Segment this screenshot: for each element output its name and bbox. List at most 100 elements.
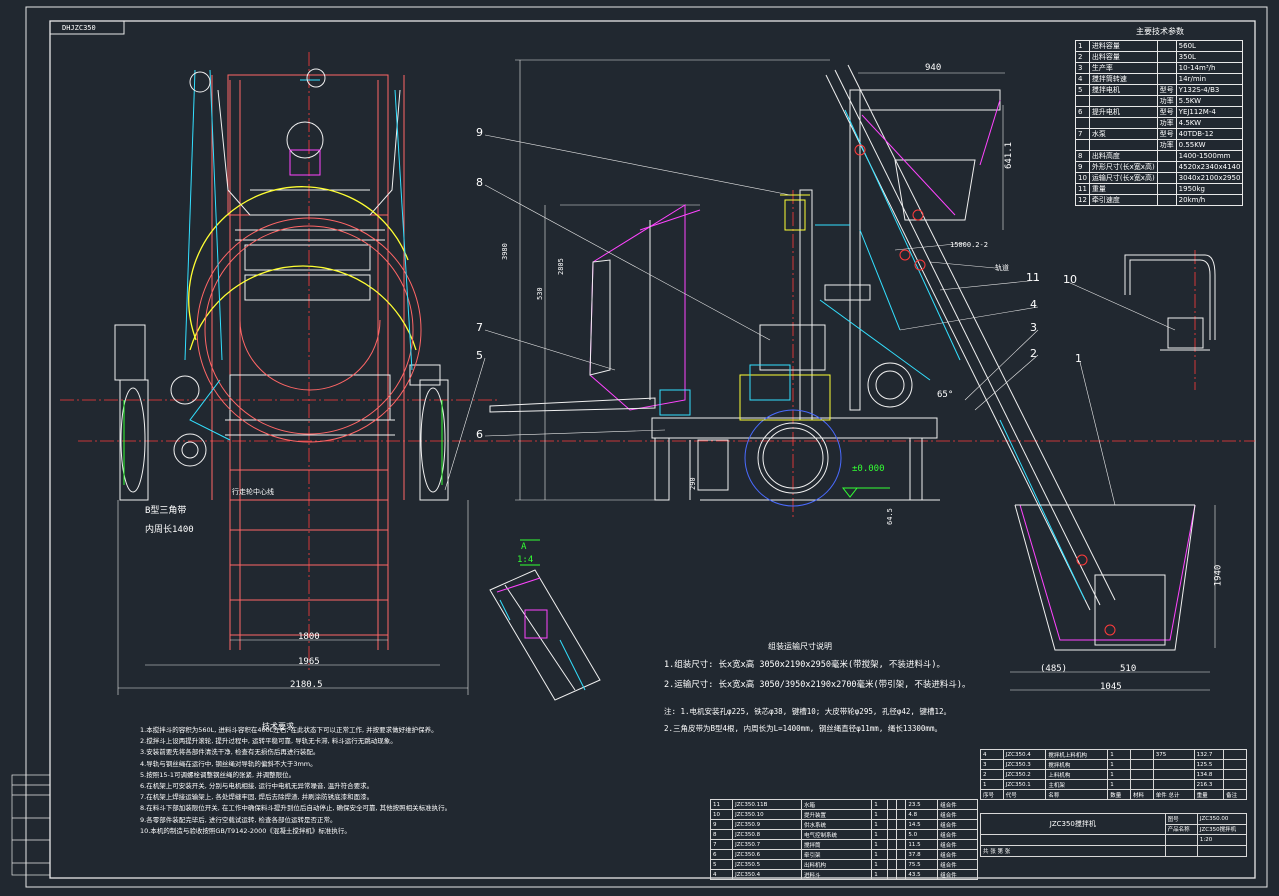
spec-cell bbox=[1156, 194, 1177, 206]
bom-cell bbox=[896, 849, 907, 860]
callout-4: 4 bbox=[1030, 298, 1037, 311]
spec-cell: 重量 bbox=[1088, 183, 1158, 195]
bom-cell: 132.7 bbox=[1193, 749, 1225, 760]
bom-cell: 组合件 bbox=[937, 849, 978, 860]
dim-510: 510 bbox=[1120, 664, 1137, 674]
spec-cell: 10-14m³/h bbox=[1175, 62, 1244, 74]
bom-cell: 搅拌筒 bbox=[800, 839, 873, 850]
spec-cell: 功率 bbox=[1156, 117, 1177, 129]
note-line-1: 注: 1.电机安装孔φ225, 铁芯φ38, 键槽10; 大皮带轮φ295, 孔… bbox=[664, 707, 951, 716]
bom-cell bbox=[886, 839, 898, 850]
bom-cell: 125.5 bbox=[1193, 759, 1225, 770]
bom-cell bbox=[1130, 779, 1154, 790]
track-label: 轨道 bbox=[995, 264, 1009, 272]
bom-cell: 10 bbox=[709, 809, 734, 820]
spec-cell bbox=[1156, 161, 1177, 173]
bom-header-cell: 重量 bbox=[1193, 789, 1225, 800]
bom-cell: 组合件 bbox=[937, 809, 978, 820]
bom-cell: 供水系统 bbox=[800, 819, 873, 830]
bom-cell: 1 bbox=[1107, 759, 1132, 770]
bom-cell: 搅拌机上料机构 bbox=[1045, 749, 1109, 760]
bom-cell: 1 bbox=[871, 859, 888, 870]
spec-cell: YEJ112M-4 bbox=[1175, 106, 1244, 118]
bom-cell: 37.8 bbox=[905, 849, 939, 860]
belt-label: B型三角带 bbox=[145, 506, 187, 516]
tech-requirement-line: 4.导轨与钢丝绳在运行中, 钢丝绳对导轨的偏斜不大于3mm。 bbox=[140, 759, 317, 768]
dim-64: 64.5 bbox=[886, 508, 894, 525]
spec-cell: 功率 bbox=[1156, 95, 1177, 107]
spec-cell: 型号 bbox=[1156, 128, 1177, 140]
elevation-mark: ±0.000 bbox=[852, 464, 885, 474]
bom-cell bbox=[886, 809, 898, 820]
bom-cell: 牵引架 bbox=[800, 849, 873, 860]
bom-cell: 1 bbox=[980, 779, 1004, 790]
bom-cell bbox=[1130, 749, 1154, 760]
dim-2180: 2180.5 bbox=[290, 680, 323, 690]
bom-cell: 1 bbox=[871, 809, 888, 820]
spec-cell: 牵引速度 bbox=[1088, 194, 1158, 206]
tech-requirement-line: 7.在机架上焊接运输架上, 各处焊缝牢固, 焊后去除焊渣, 并刷涂防锈底漆和面漆… bbox=[140, 793, 374, 802]
front-view bbox=[114, 68, 469, 695]
spec-cell: 型号 bbox=[1156, 106, 1177, 118]
callout-1: 1 bbox=[1075, 352, 1082, 365]
spec-cell: 10 bbox=[1075, 172, 1090, 184]
ref-15000: 15000.2-2 bbox=[950, 241, 988, 249]
spec-cell: 6 bbox=[1075, 106, 1090, 118]
title-block: JZC350搅拌机 图号 JZC350.00 产品名称 JZC350搅拌机 1:… bbox=[980, 813, 1248, 857]
bom-cell bbox=[1152, 769, 1195, 780]
spec-cell: 0.55KW bbox=[1175, 139, 1244, 151]
spec-cell: 1400-1500mm bbox=[1175, 150, 1244, 162]
bom-cell: JZC350.4 bbox=[732, 869, 802, 880]
bom-cell: JZC350.6 bbox=[732, 849, 802, 860]
bom-cell: 1 bbox=[871, 839, 888, 850]
callout-9: 9 bbox=[476, 126, 483, 139]
tech-requirement-line: 2.搅拌斗上设两提升滚轮, 提升过程中, 运转平稳可靠, 导轨无卡滞, 料斗运行… bbox=[140, 737, 397, 746]
bom-cell bbox=[886, 819, 898, 830]
bom-cell: 8 bbox=[709, 829, 734, 840]
bom-cell: 134.8 bbox=[1193, 769, 1225, 780]
spec-cell: Y132S-4/B3 bbox=[1175, 84, 1244, 96]
bom-header-cell: 单件 总计 bbox=[1152, 789, 1195, 800]
bom-cell: 75.5 bbox=[905, 859, 939, 870]
callout-11: 11 bbox=[1026, 271, 1040, 284]
callout-2: 2 bbox=[1030, 347, 1037, 360]
bom-cell: 2 bbox=[980, 769, 1004, 780]
bom-cell: 4 bbox=[709, 869, 734, 880]
spec-cell: 1 bbox=[1075, 40, 1090, 52]
spec-cell: 搅拌筒转速 bbox=[1088, 73, 1158, 85]
spec-cell: 9 bbox=[1075, 161, 1090, 173]
bom-cell: 9 bbox=[709, 819, 734, 830]
spec-cell bbox=[1088, 95, 1158, 107]
spec-cell: 生产率 bbox=[1088, 62, 1158, 74]
spec-cell: 出料容量 bbox=[1088, 51, 1158, 63]
title-sheet: 共 张 第 张 bbox=[980, 845, 1166, 857]
bom-cell: 1 bbox=[871, 829, 888, 840]
section-a-label: A bbox=[521, 542, 527, 552]
bom-cell: 375 bbox=[1152, 749, 1195, 760]
spec-cell: 11 bbox=[1075, 183, 1090, 195]
spec-cell: 1950kg bbox=[1175, 183, 1244, 195]
spec-cell: 4 bbox=[1075, 73, 1090, 85]
title-name: JZC350搅拌机 bbox=[980, 813, 1166, 835]
callout-7: 7 bbox=[476, 321, 483, 334]
bom-cell: 组合件 bbox=[937, 829, 978, 840]
bom-cell: 搅拌机构 bbox=[1045, 759, 1109, 770]
bom-cell: JZC350.4 bbox=[1002, 749, 1047, 760]
spec-cell bbox=[1075, 95, 1090, 107]
spec-cell bbox=[1156, 51, 1177, 63]
callout-5: 5 bbox=[476, 349, 483, 362]
dim-1965: 1965 bbox=[298, 657, 320, 667]
callout-8: 8 bbox=[476, 176, 483, 189]
tech-requirement-line: 8.在料斗下部加装限位开关, 在工作中确保料斗提升到位后自动停止, 确保安全可靠… bbox=[140, 804, 452, 813]
